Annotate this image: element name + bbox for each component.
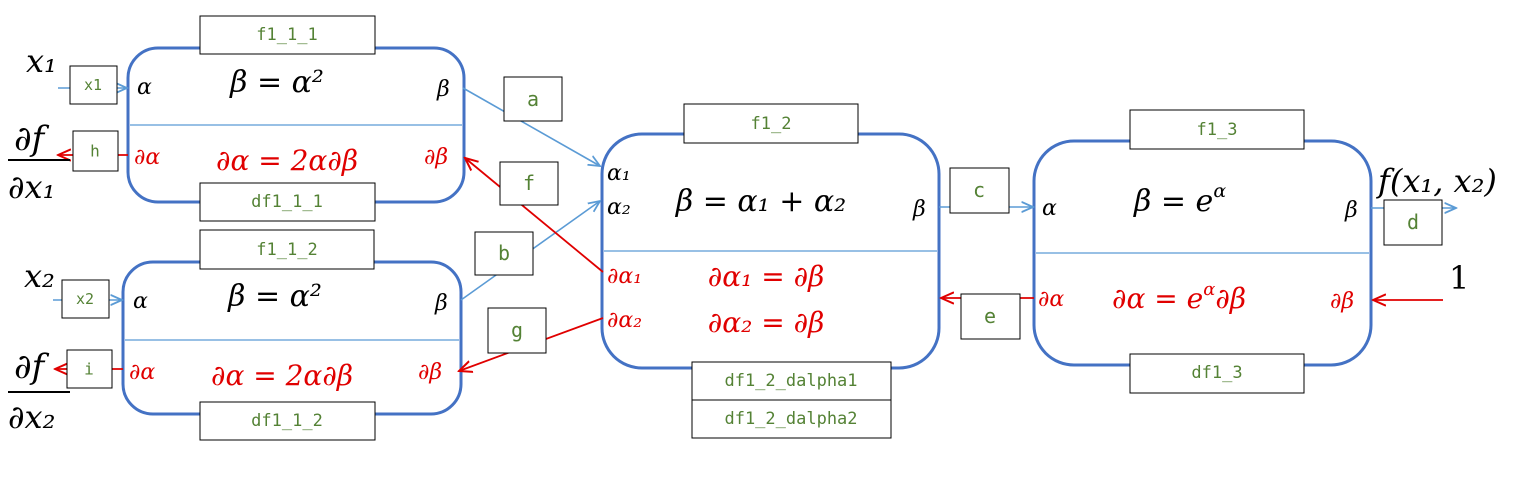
f1-3-in: α [1042,196,1057,221]
f1-2-grad-in2: ∂α₂ [607,308,642,333]
f1-1-1-grad-out: ∂β [424,145,448,170]
label-box-df1-2-dalpha2 [691,399,892,439]
edge-box-x2 [61,279,110,319]
f1-2-grad-in1: ∂α₁ [607,264,642,289]
label-box-df1-1-2 [199,401,376,441]
seed-gradient: 1 [1449,259,1469,297]
f1-1-1-backward-eq: ∂α = 2α∂β [216,144,358,177]
edge-label-h: h [90,142,100,161]
f1-2-forward-eq: β = α₁ + α₂ [675,184,846,219]
edge-label-b: b [498,241,510,265]
f1-2-backward-eq-1: ∂α₁ = ∂β [708,260,825,293]
label-f1-2: f1_2 [751,114,792,134]
f1-1-2-forward-eq: β = α² [227,279,322,314]
edge-label-d: d [1407,210,1419,234]
label-box-df1-2-dalpha1 [691,361,892,401]
edge-box-e [960,293,1021,340]
label-box-df1-1-1 [199,182,376,222]
edge-label-x1: x1 [84,76,102,94]
grad-x2-denominator: ∂x₂ [8,398,55,436]
f1-2-in1: α₁ [607,161,631,186]
edge-box-g [487,307,547,354]
label-box-f1-3 [1129,109,1305,150]
f1-2-backward-eq-2: ∂α₂ = ∂β [708,306,825,339]
f1-1-1-grad-in: ∂α [134,145,160,170]
label-f1-3: f1_3 [1197,120,1238,140]
label-df1-3: df1_3 [1191,363,1242,383]
f1-1-2-grad-out: ∂β [418,360,442,385]
label-box-f1-1-1 [199,15,376,55]
f1-1-1-in: α [137,75,152,100]
edge-box-h [72,130,119,172]
label-f1-1-2: f1_1_2 [256,240,317,260]
edge-box-a [503,76,563,122]
f1-3-grad-in: ∂α [1038,287,1064,312]
f1-1-2-backward-eq: ∂α = 2α∂β [211,359,353,392]
edge-label-a: a [527,87,539,111]
arrow-a [462,87,600,166]
arrow-f [465,158,604,273]
edge-box-d [1383,199,1443,246]
f1-1-2-out: β [434,291,448,316]
label-df1-2-dalpha2: df1_2_dalpha2 [724,409,857,429]
f1-3-backward-eq: ∂α = eα∂β [1112,279,1246,315]
edge-box-i [66,349,113,389]
label-df1-1-1: df1_1_1 [251,192,323,212]
input-x2: x₂ [24,257,55,295]
f1-3-forward-eq: β = eα [1133,180,1226,219]
grad-x2-numerator: ∂f [14,347,50,387]
f1-2-out: β [912,197,926,222]
edge-box-f [499,161,559,206]
grad-x1-denominator: ∂x₁ [8,168,55,206]
label-box-f1-2 [683,103,859,144]
node-f1-3 [1032,139,1373,367]
edge-box-c [949,167,1010,214]
label-box-df1-3 [1129,353,1305,394]
input-x1: x₁ [26,42,57,80]
label-df1-1-2: df1_1_2 [251,411,323,431]
edge-label-x2: x2 [76,290,94,308]
f1-3-out: β [1344,198,1358,223]
edge-label-e: e [984,304,996,328]
edge-box-x1 [69,65,118,105]
f1-2-in2: α₂ [607,195,631,220]
f1-3-grad-out: ∂β [1330,289,1354,314]
f1-1-1-out: β [436,77,450,102]
edge-label-f: f [523,171,535,195]
output-function: f(x₁, x₂) [1376,162,1497,200]
f1-1-1-forward-eq: β = α² [229,65,324,100]
label-f1-1-1: f1_1_1 [256,25,317,45]
edge-label-g: g [511,318,523,342]
edge-label-i: i [84,360,94,379]
edge-label-c: c [973,178,985,202]
f1-1-2-grad-in: ∂α [129,360,155,385]
label-box-f1-1-2 [199,229,375,270]
label-df1-2-dalpha1: df1_2_dalpha1 [724,371,857,391]
edge-box-b [474,231,534,276]
grad-x1-numerator: ∂f [14,119,50,159]
f1-1-2-in: α [133,289,148,314]
